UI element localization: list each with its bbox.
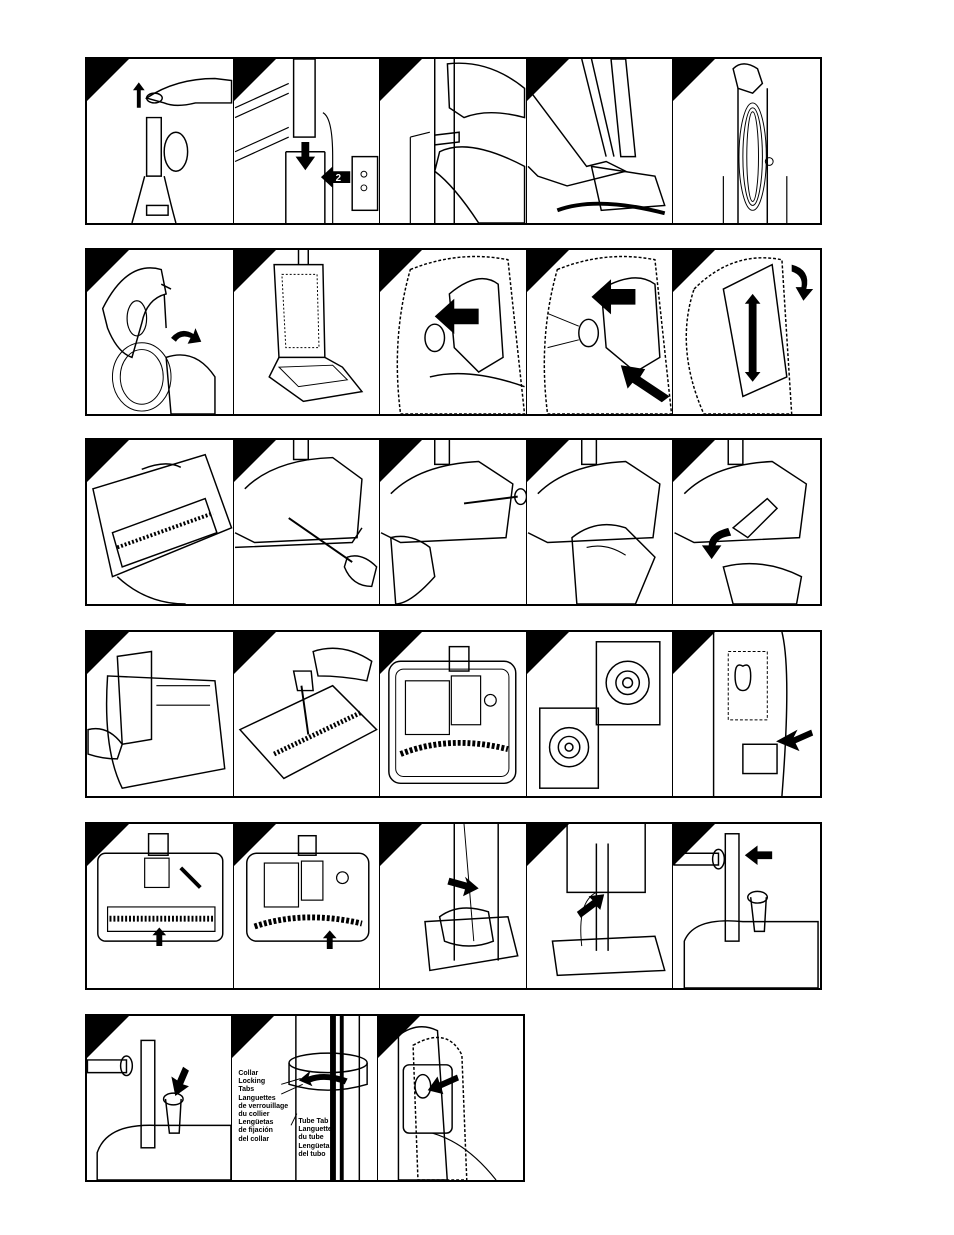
step-marker-two: 2 [335,173,341,184]
panel-2-1-release-cord [87,250,234,414]
corner-marker [87,59,129,101]
panel-5-5-hose-connect [673,824,820,988]
panel-6-3-bag-door-close [378,1016,523,1180]
corner-marker [380,250,422,292]
panel-2-3-pull-bag [380,250,527,414]
corner-marker [87,440,129,482]
panel-3-1-underside [87,440,234,604]
panel-6-2-collar-tabs: Collar Locking Tabs Languettes de verrou… [232,1016,377,1180]
corner-marker [380,440,422,482]
arrow-right-icon [577,894,604,917]
corner-marker [673,250,715,292]
arrow-down-icon [295,142,315,170]
corner-marker [527,250,569,292]
figure-row-3 [85,438,822,606]
figure-row-6: Collar Locking Tabs Languettes de verrou… [85,1014,525,1182]
corner-marker [234,440,276,482]
corner-marker [234,632,276,674]
arrow-up-icon [322,930,336,949]
corner-marker [234,250,276,292]
panel-4-5-side-view [673,632,820,796]
arrow-up-icon [152,927,166,946]
panel-3-4-remove-cover [527,440,674,604]
arrow-left-icon [745,845,772,865]
corner-marker [380,632,422,674]
corner-marker [673,440,715,482]
corner-marker [673,824,715,866]
corner-marker [87,824,129,866]
tube-tab-label: Tube Tab Languette du tube Lengüeta del … [298,1118,331,1159]
corner-marker [380,824,422,866]
panel-3-5-lift-cover [673,440,820,604]
collar-locking-tabs-label: Collar Locking Tabs Languettes de verrou… [238,1070,288,1144]
double-arrow-vertical-icon [745,294,761,382]
arrow-upleft-icon [621,365,670,402]
panel-2-4-install-bag [527,250,674,414]
arrow-right-icon [448,877,479,897]
corner-marker [234,59,276,101]
figure-row-5 [85,822,822,990]
corner-marker [527,632,569,674]
corner-marker [380,59,422,101]
panel-1-4-foot-pedal [527,59,674,223]
panel-5-4-upright-base [527,824,674,988]
corner-marker [673,632,715,674]
panel-3-3-pry-side [380,440,527,604]
panel-3-2-screwdriver [234,440,381,604]
panel-4-1-remove-brushroll [87,632,234,796]
arrow-left-icon [776,730,813,751]
panel-4-4-brush-end-caps [527,632,674,796]
arrow-left-icon [591,279,635,314]
panel-5-1-brushroll-installed [87,824,234,988]
panel-1-5-cord-wrap [673,59,820,223]
arrow-down-icon [171,1067,189,1096]
panel-2-2-open-bag-door [234,250,381,414]
panel-5-3-secure-cover [380,824,527,988]
corner-marker [673,59,715,101]
panel-1-2-insert-tube: 2 [234,59,381,223]
figure-row-2 [85,248,822,416]
curved-arrow-down-icon [702,528,731,559]
panel-4-3-belt-area [380,632,527,796]
panel-2-5-seat-bag [673,250,820,414]
corner-marker [87,250,129,292]
panel-1-3-attach-bracket [380,59,527,223]
figure-row-1: 2 [85,57,822,225]
corner-marker [527,824,569,866]
figure-row-4 [85,630,822,798]
panel-5-2-belt-installed [234,824,381,988]
curved-arrow-icon [171,328,201,344]
corner-marker [378,1016,420,1058]
panel-6-1-press-collar [87,1016,232,1180]
curved-arrow-icon [792,265,813,301]
panel-4-2-clean-brushroll [234,632,381,796]
corner-marker [232,1016,274,1058]
corner-marker [527,59,569,101]
panel-1-1-lift-handle [87,59,234,223]
corner-marker [87,1016,129,1058]
corner-marker [527,440,569,482]
arrow-left-icon [427,1075,458,1095]
corner-marker [234,824,276,866]
corner-marker [87,632,129,674]
arrow-up-icon [133,82,145,107]
